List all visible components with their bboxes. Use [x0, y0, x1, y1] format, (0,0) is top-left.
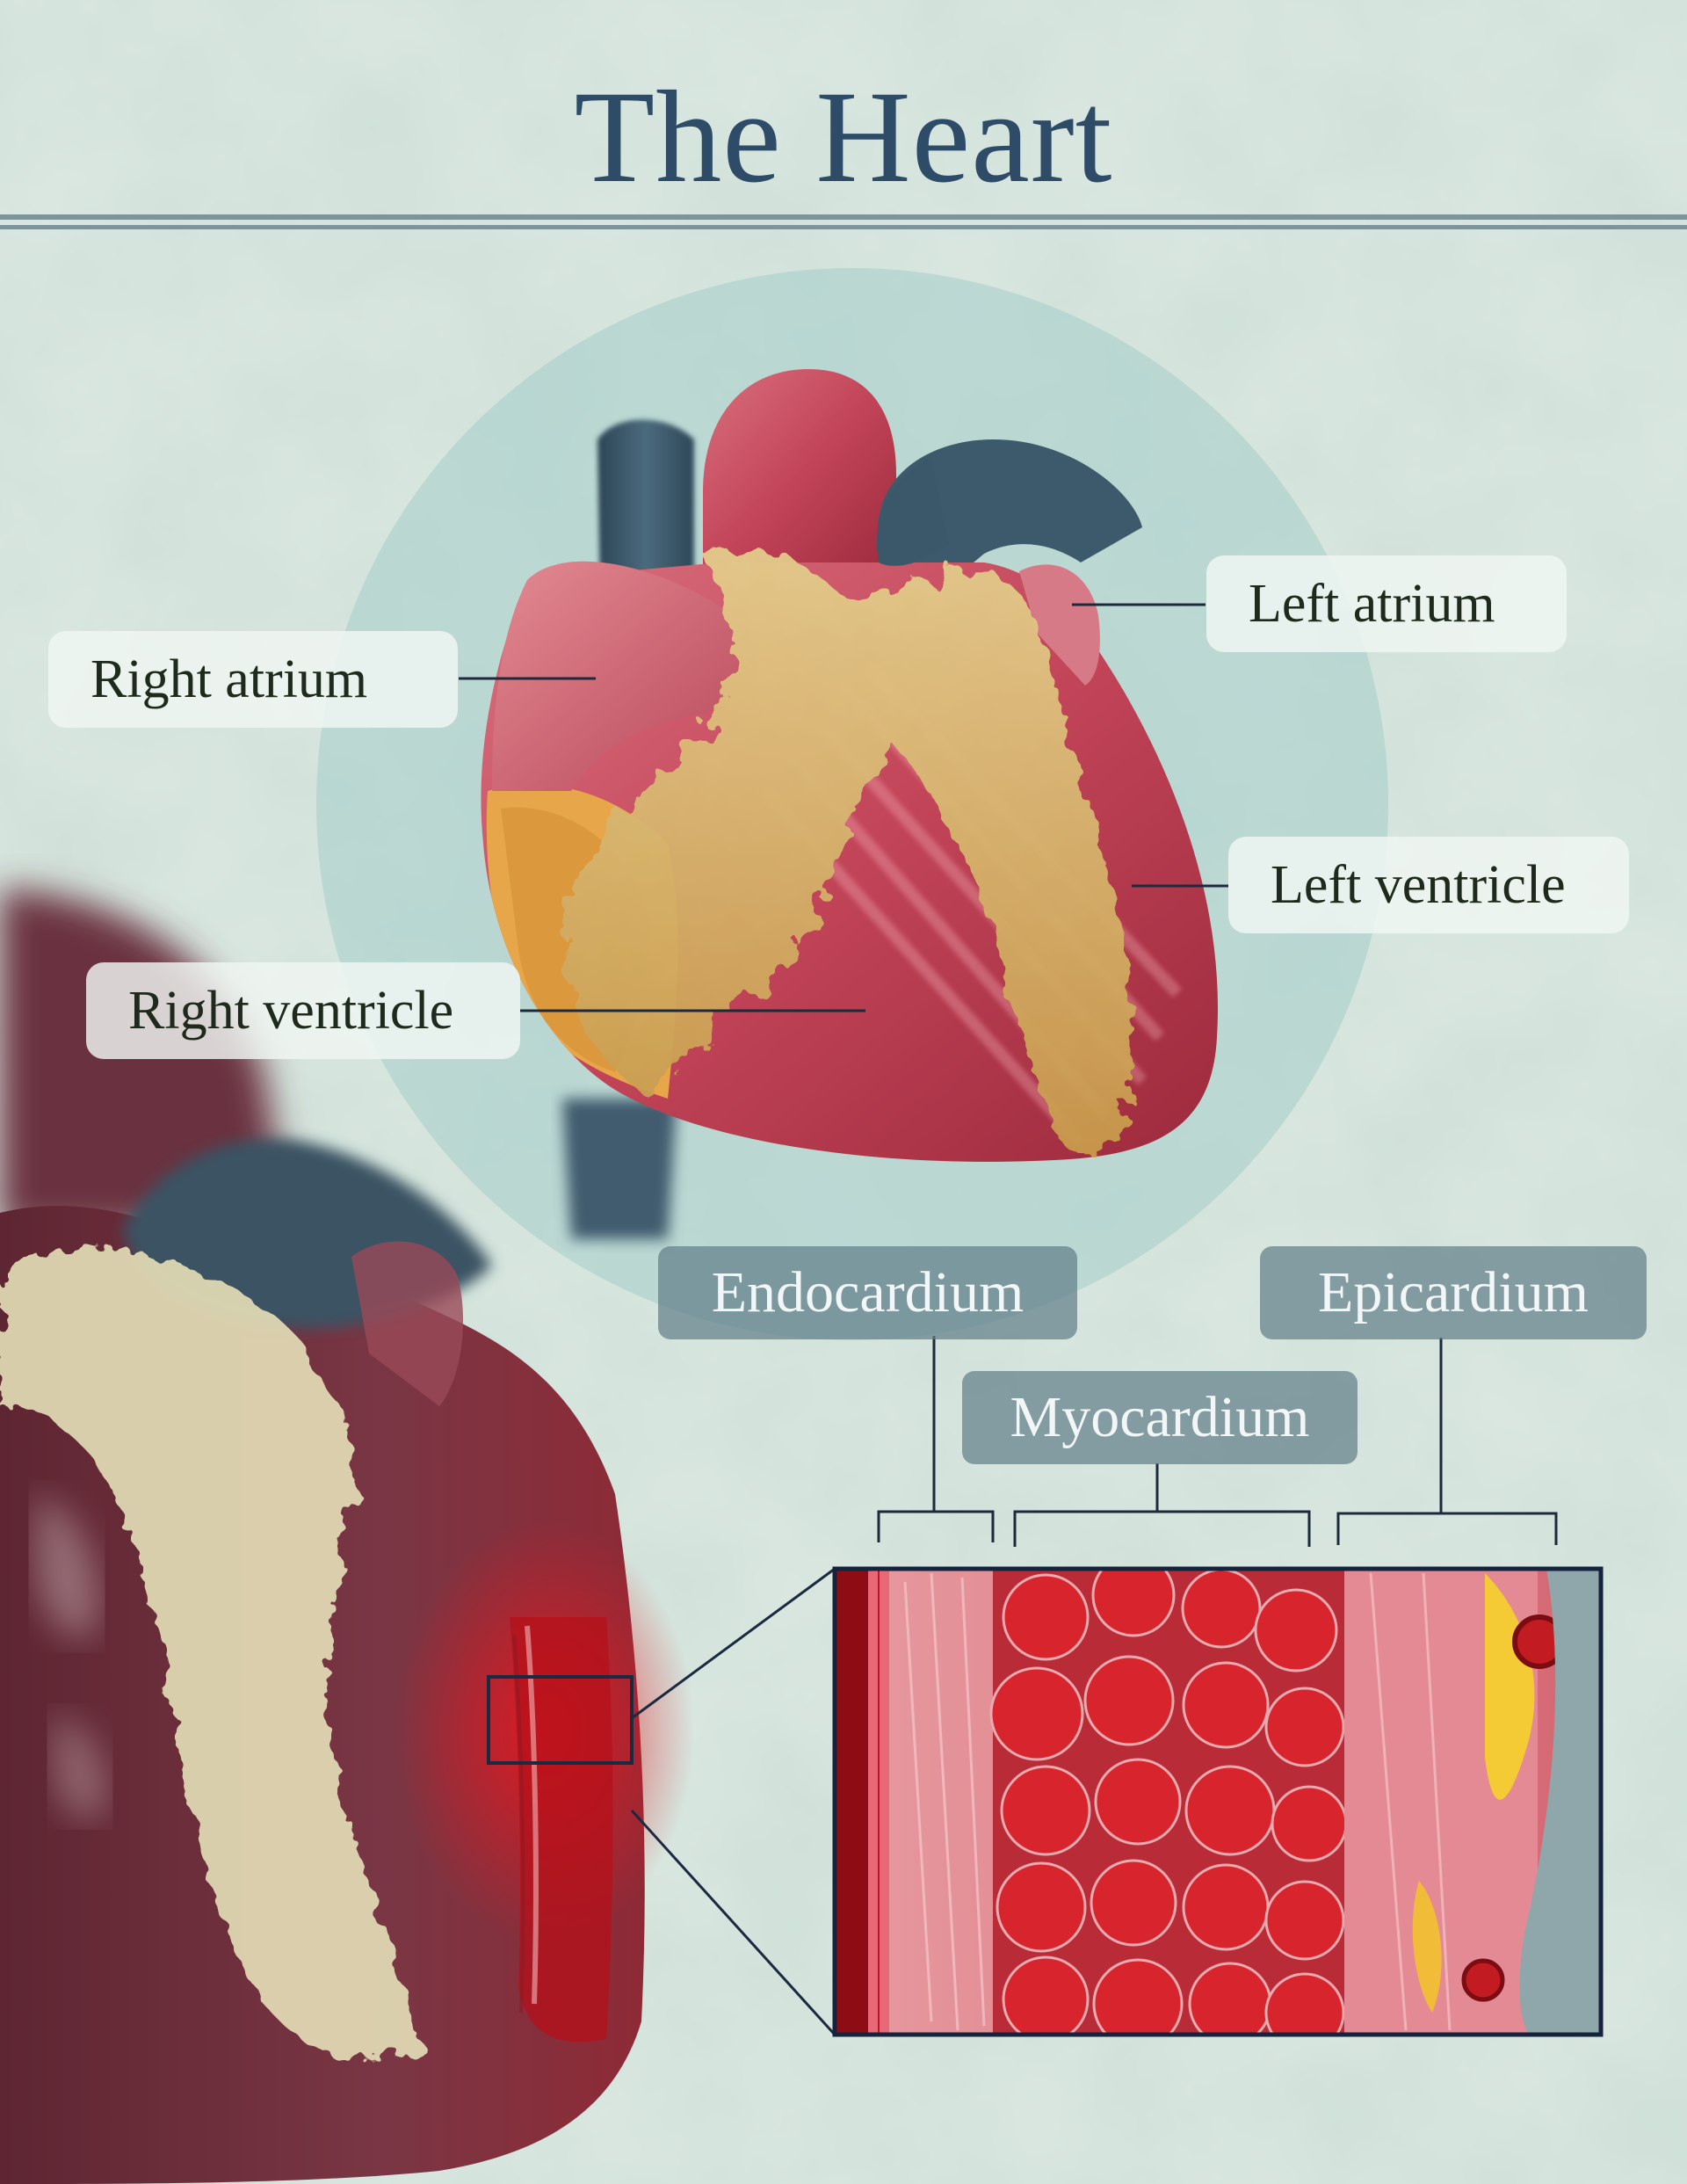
label-endocardium: Endocardium	[658, 1246, 1077, 1339]
label-right-ventricle: Right ventricle	[86, 962, 520, 1059]
label-right-atrium: Right atrium	[48, 631, 458, 728]
label-left-atrium: Left atrium	[1206, 555, 1567, 652]
label-myocardium: Myocardium	[962, 1371, 1358, 1464]
label-left-ventricle: Left ventricle	[1228, 837, 1629, 933]
title-rule-bottom	[0, 225, 1687, 229]
label-epicardium: Epicardium	[1260, 1246, 1647, 1339]
tissue-inset	[835, 1555, 1601, 2051]
title-rule-top	[0, 214, 1687, 220]
page-title: The Heart	[0, 62, 1687, 213]
